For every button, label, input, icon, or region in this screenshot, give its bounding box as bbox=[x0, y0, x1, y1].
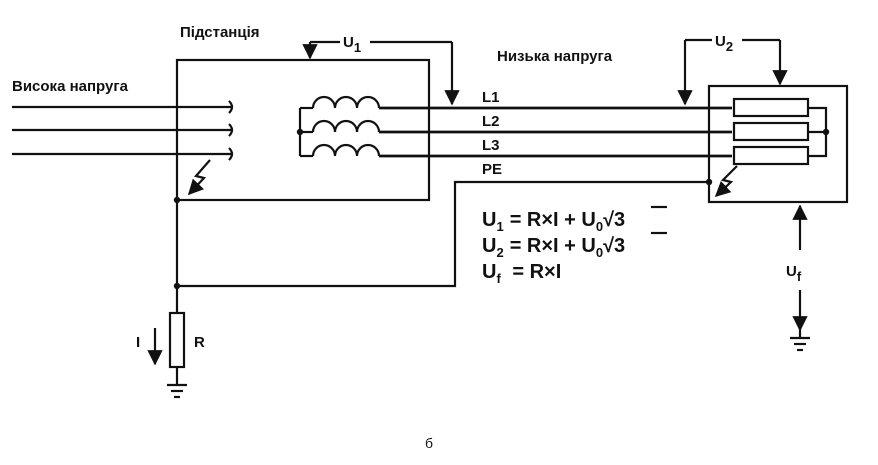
u2-sub: 2 bbox=[726, 39, 733, 54]
formula-u2-lhs-sub: 2 bbox=[496, 245, 503, 260]
uf-main: U bbox=[786, 263, 797, 280]
pe-label: PE bbox=[482, 161, 502, 178]
formula-u2-lhs: U bbox=[482, 235, 496, 257]
transformer-windings bbox=[296, 95, 381, 158]
ground-symbol-consumer bbox=[790, 330, 810, 352]
u1-main: U bbox=[343, 34, 354, 51]
high-voltage-lines bbox=[12, 100, 234, 161]
line1-label: L1 bbox=[482, 89, 500, 106]
formula-u1-tail: √3 bbox=[603, 209, 625, 231]
formula-u2-rhs-sub: 0 bbox=[596, 245, 603, 260]
formula-uf-lhs: U bbox=[482, 261, 496, 283]
u2-label: U2 bbox=[715, 33, 733, 54]
formula-uf-lhs-sub: f bbox=[496, 271, 501, 286]
u1-sub: 1 bbox=[354, 40, 361, 55]
formula-u2: U2 = R×I + U0√3 bbox=[482, 235, 625, 260]
substation-label: Підстанція bbox=[180, 24, 260, 41]
low-voltage-label: Низька напруга bbox=[497, 48, 613, 65]
uf-label: Uf bbox=[786, 263, 802, 284]
formula-u1: U1 = R×I + U0√3 bbox=[482, 209, 625, 234]
pe-conductor bbox=[177, 180, 709, 288]
formula-u2-rhs: = R×I + U bbox=[510, 235, 596, 257]
low-voltage-lines bbox=[379, 106, 732, 158]
u2-main: U bbox=[715, 33, 726, 50]
formula-u1-rhs-sub: 0 bbox=[596, 219, 603, 234]
uf-sub: f bbox=[797, 269, 802, 284]
fault-symbol-consumer bbox=[714, 165, 738, 198]
earth-resistor bbox=[168, 311, 186, 369]
load-resistors bbox=[732, 97, 830, 166]
formula-u1-rhs: = R×I + U bbox=[510, 209, 596, 231]
ground-symbol-substation bbox=[167, 383, 187, 399]
resistance-label: R bbox=[194, 334, 205, 351]
consumer-box bbox=[707, 84, 849, 204]
formula-u1-lhs: U bbox=[482, 209, 496, 231]
line3-label: L3 bbox=[482, 137, 500, 154]
line2-label: L2 bbox=[482, 113, 500, 130]
formula-uf-rhs: = R×I bbox=[507, 261, 561, 283]
high-voltage-label: Висока напруга bbox=[12, 78, 129, 95]
u1-label: U1 bbox=[343, 34, 361, 55]
formula-u2-tail: √3 bbox=[603, 235, 625, 257]
formula-uf: Uf = R×I bbox=[482, 261, 561, 286]
fault-symbol-substation bbox=[187, 159, 211, 196]
current-label: I bbox=[136, 334, 140, 351]
u2-voltage-arrow bbox=[677, 38, 788, 106]
u1-voltage-arrow bbox=[302, 40, 460, 106]
formula-u1-lhs-sub: 1 bbox=[496, 219, 503, 234]
figure-caption: б bbox=[425, 435, 433, 451]
